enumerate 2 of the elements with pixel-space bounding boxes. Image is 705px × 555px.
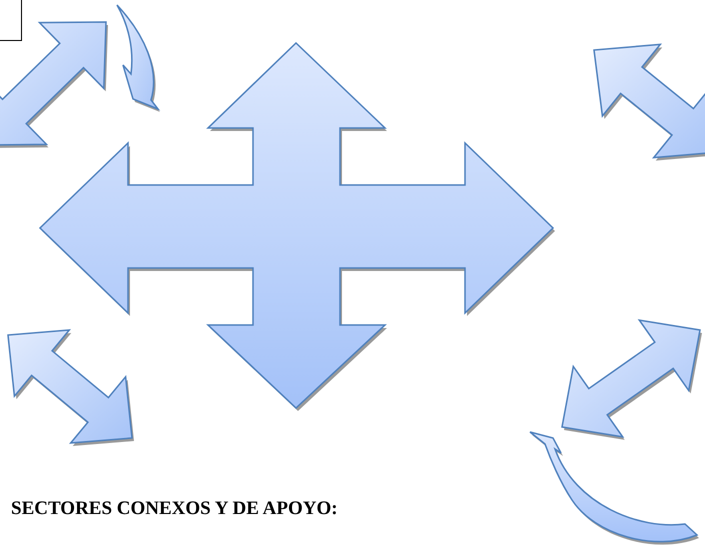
section-heading: SECTORES CONEXOS Y DE APOYO: <box>11 498 338 520</box>
empty-box <box>0 0 22 41</box>
